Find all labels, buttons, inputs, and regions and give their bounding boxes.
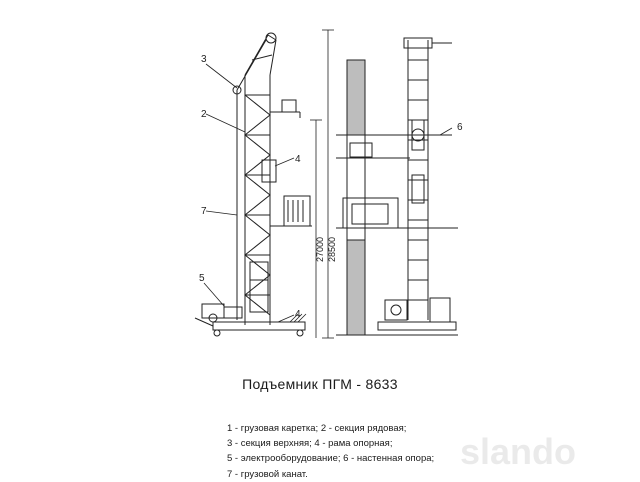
legend-line: 1 - грузовая каретка; 2 - секция рядовая… xyxy=(227,423,407,434)
callout-5: 5 xyxy=(199,273,205,284)
legend-line: 7 - грузовой канат. xyxy=(227,468,308,480)
dimension-outer: 28500 xyxy=(327,237,337,262)
front-elevation xyxy=(372,37,457,331)
legend-line: 3 - секция верхняя; 4 - рама опорная; xyxy=(227,438,393,450)
leader-lines xyxy=(203,63,453,323)
dimension-inner: 27000 xyxy=(315,237,325,262)
callout-6: 6 xyxy=(457,122,463,133)
hoist-drawing: 3 2 4 7 5 4 6 28500 27000 xyxy=(194,29,463,339)
callout-7: 7 xyxy=(201,206,207,217)
callout-2: 2 xyxy=(201,109,207,120)
dimension-lines xyxy=(310,29,334,339)
legend-line: 5 - электрооборудование; 6 - настенная о… xyxy=(227,453,435,465)
drawing-title: Подъемник ПГМ - 8633 xyxy=(242,376,398,392)
side-elevation xyxy=(194,32,312,337)
callout-4-bottom: 4 xyxy=(295,309,301,320)
legend: 1 - грузовая каретка; 2 - секция рядовая… xyxy=(227,421,527,482)
callout-4-top: 4 xyxy=(295,154,301,165)
callout-3: 3 xyxy=(201,54,207,65)
wall-section xyxy=(336,59,458,336)
